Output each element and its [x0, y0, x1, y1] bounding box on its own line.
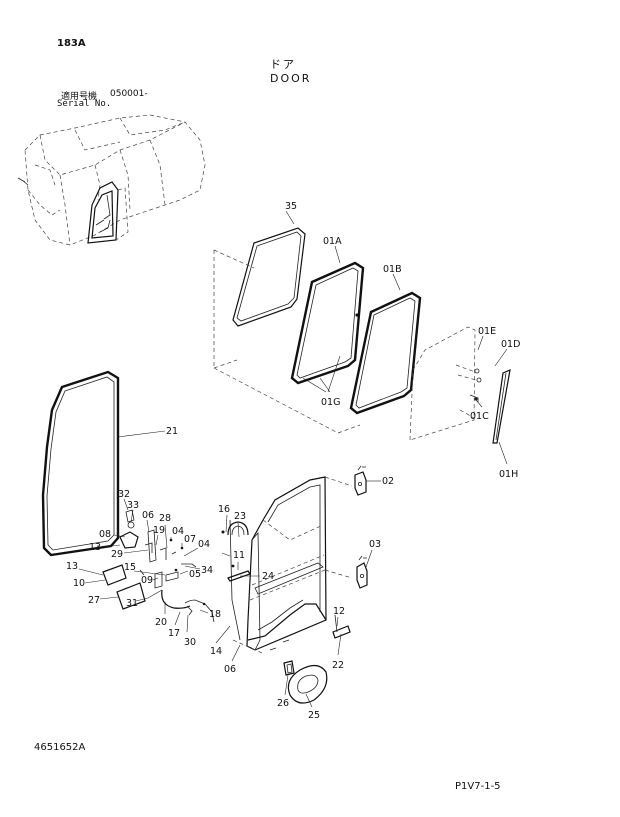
door-frame	[229, 476, 353, 654]
page-code: 183A	[57, 38, 86, 49]
title-japanese: ドア	[270, 58, 296, 71]
callout-22: 22	[332, 660, 344, 671]
leader-lines	[78, 210, 508, 708]
serial-label-english: Serial No.	[57, 99, 112, 109]
title-english: DOOR	[270, 72, 312, 85]
callout-08: 08	[99, 529, 111, 540]
serial-value: 050001-	[110, 89, 148, 99]
callout-20: 20	[155, 617, 167, 628]
hinge-03	[356, 555, 368, 589]
door-seal-21	[41, 370, 120, 557]
callout-19: 19	[153, 525, 165, 536]
callout-07: 07	[184, 534, 196, 545]
callout-33: 33	[127, 500, 139, 511]
inside-handle-26	[283, 660, 295, 676]
callout-01G: 01G	[321, 397, 340, 408]
callout-04: 04	[172, 526, 184, 537]
callout-01A: 01A	[323, 236, 342, 247]
callout-11: 11	[233, 550, 245, 561]
callout-01D: 01D	[501, 339, 520, 350]
callout-13: 13	[89, 542, 101, 553]
callout-12: 12	[333, 606, 345, 617]
glass-seal-01A	[290, 261, 365, 385]
lock-parts-cluster	[102, 509, 215, 623]
callout-25: 25	[308, 710, 320, 721]
callout-16: 16	[218, 504, 230, 515]
callout-01B: 01B	[383, 264, 402, 275]
callout-30: 30	[184, 637, 196, 648]
callout-26: 26	[277, 698, 289, 709]
callout-04-right: 04	[198, 539, 210, 550]
callout-23: 23	[234, 511, 246, 522]
callout-14: 14	[210, 646, 222, 657]
glass-panel-35	[232, 227, 306, 327]
callout-02: 02	[382, 476, 394, 487]
slide-window-01E	[409, 326, 482, 441]
bracket-24	[227, 564, 251, 582]
callout-09: 09	[141, 575, 153, 586]
callout-17: 17	[168, 628, 180, 639]
callout-10: 10	[73, 578, 85, 589]
callout-01H: 01H	[499, 469, 518, 480]
callout-21: 21	[166, 426, 178, 437]
callout-32: 32	[118, 489, 130, 500]
callout-13-lower: 13	[66, 561, 78, 572]
callout-28: 28	[159, 513, 171, 524]
callout-05: 05	[189, 569, 201, 580]
callout-06-lower: 06	[224, 664, 236, 675]
callout-01E: 01E	[478, 326, 496, 337]
page-reference: P1V7-1-5	[455, 781, 501, 792]
callout-29: 29	[111, 549, 123, 560]
glass-01B	[349, 291, 422, 415]
callout-27: 27	[88, 595, 100, 606]
hinge-02	[354, 465, 367, 496]
cab-overview-sketch	[17, 114, 206, 246]
callout-34: 34	[201, 565, 213, 576]
callout-03: 03	[369, 539, 381, 550]
callout-01C: 01C	[470, 411, 489, 422]
handle-cover-25	[287, 664, 328, 704]
callout-labels: 35 01A 01B 01E 01D 01G 01C 01H 21 02 03 …	[66, 201, 520, 721]
rail-01H	[492, 369, 511, 444]
serial-label-japanese: 適用号機	[61, 92, 98, 102]
callout-35: 35	[285, 201, 297, 212]
callout-06: 06	[142, 510, 154, 521]
handle-23	[221, 521, 249, 536]
document-number: 4651652A	[34, 742, 86, 753]
callout-31: 31	[126, 598, 138, 609]
latch-22	[332, 614, 351, 639]
callout-18: 18	[209, 609, 221, 620]
callout-15: 15	[124, 562, 136, 573]
callout-24: 24	[262, 571, 274, 582]
